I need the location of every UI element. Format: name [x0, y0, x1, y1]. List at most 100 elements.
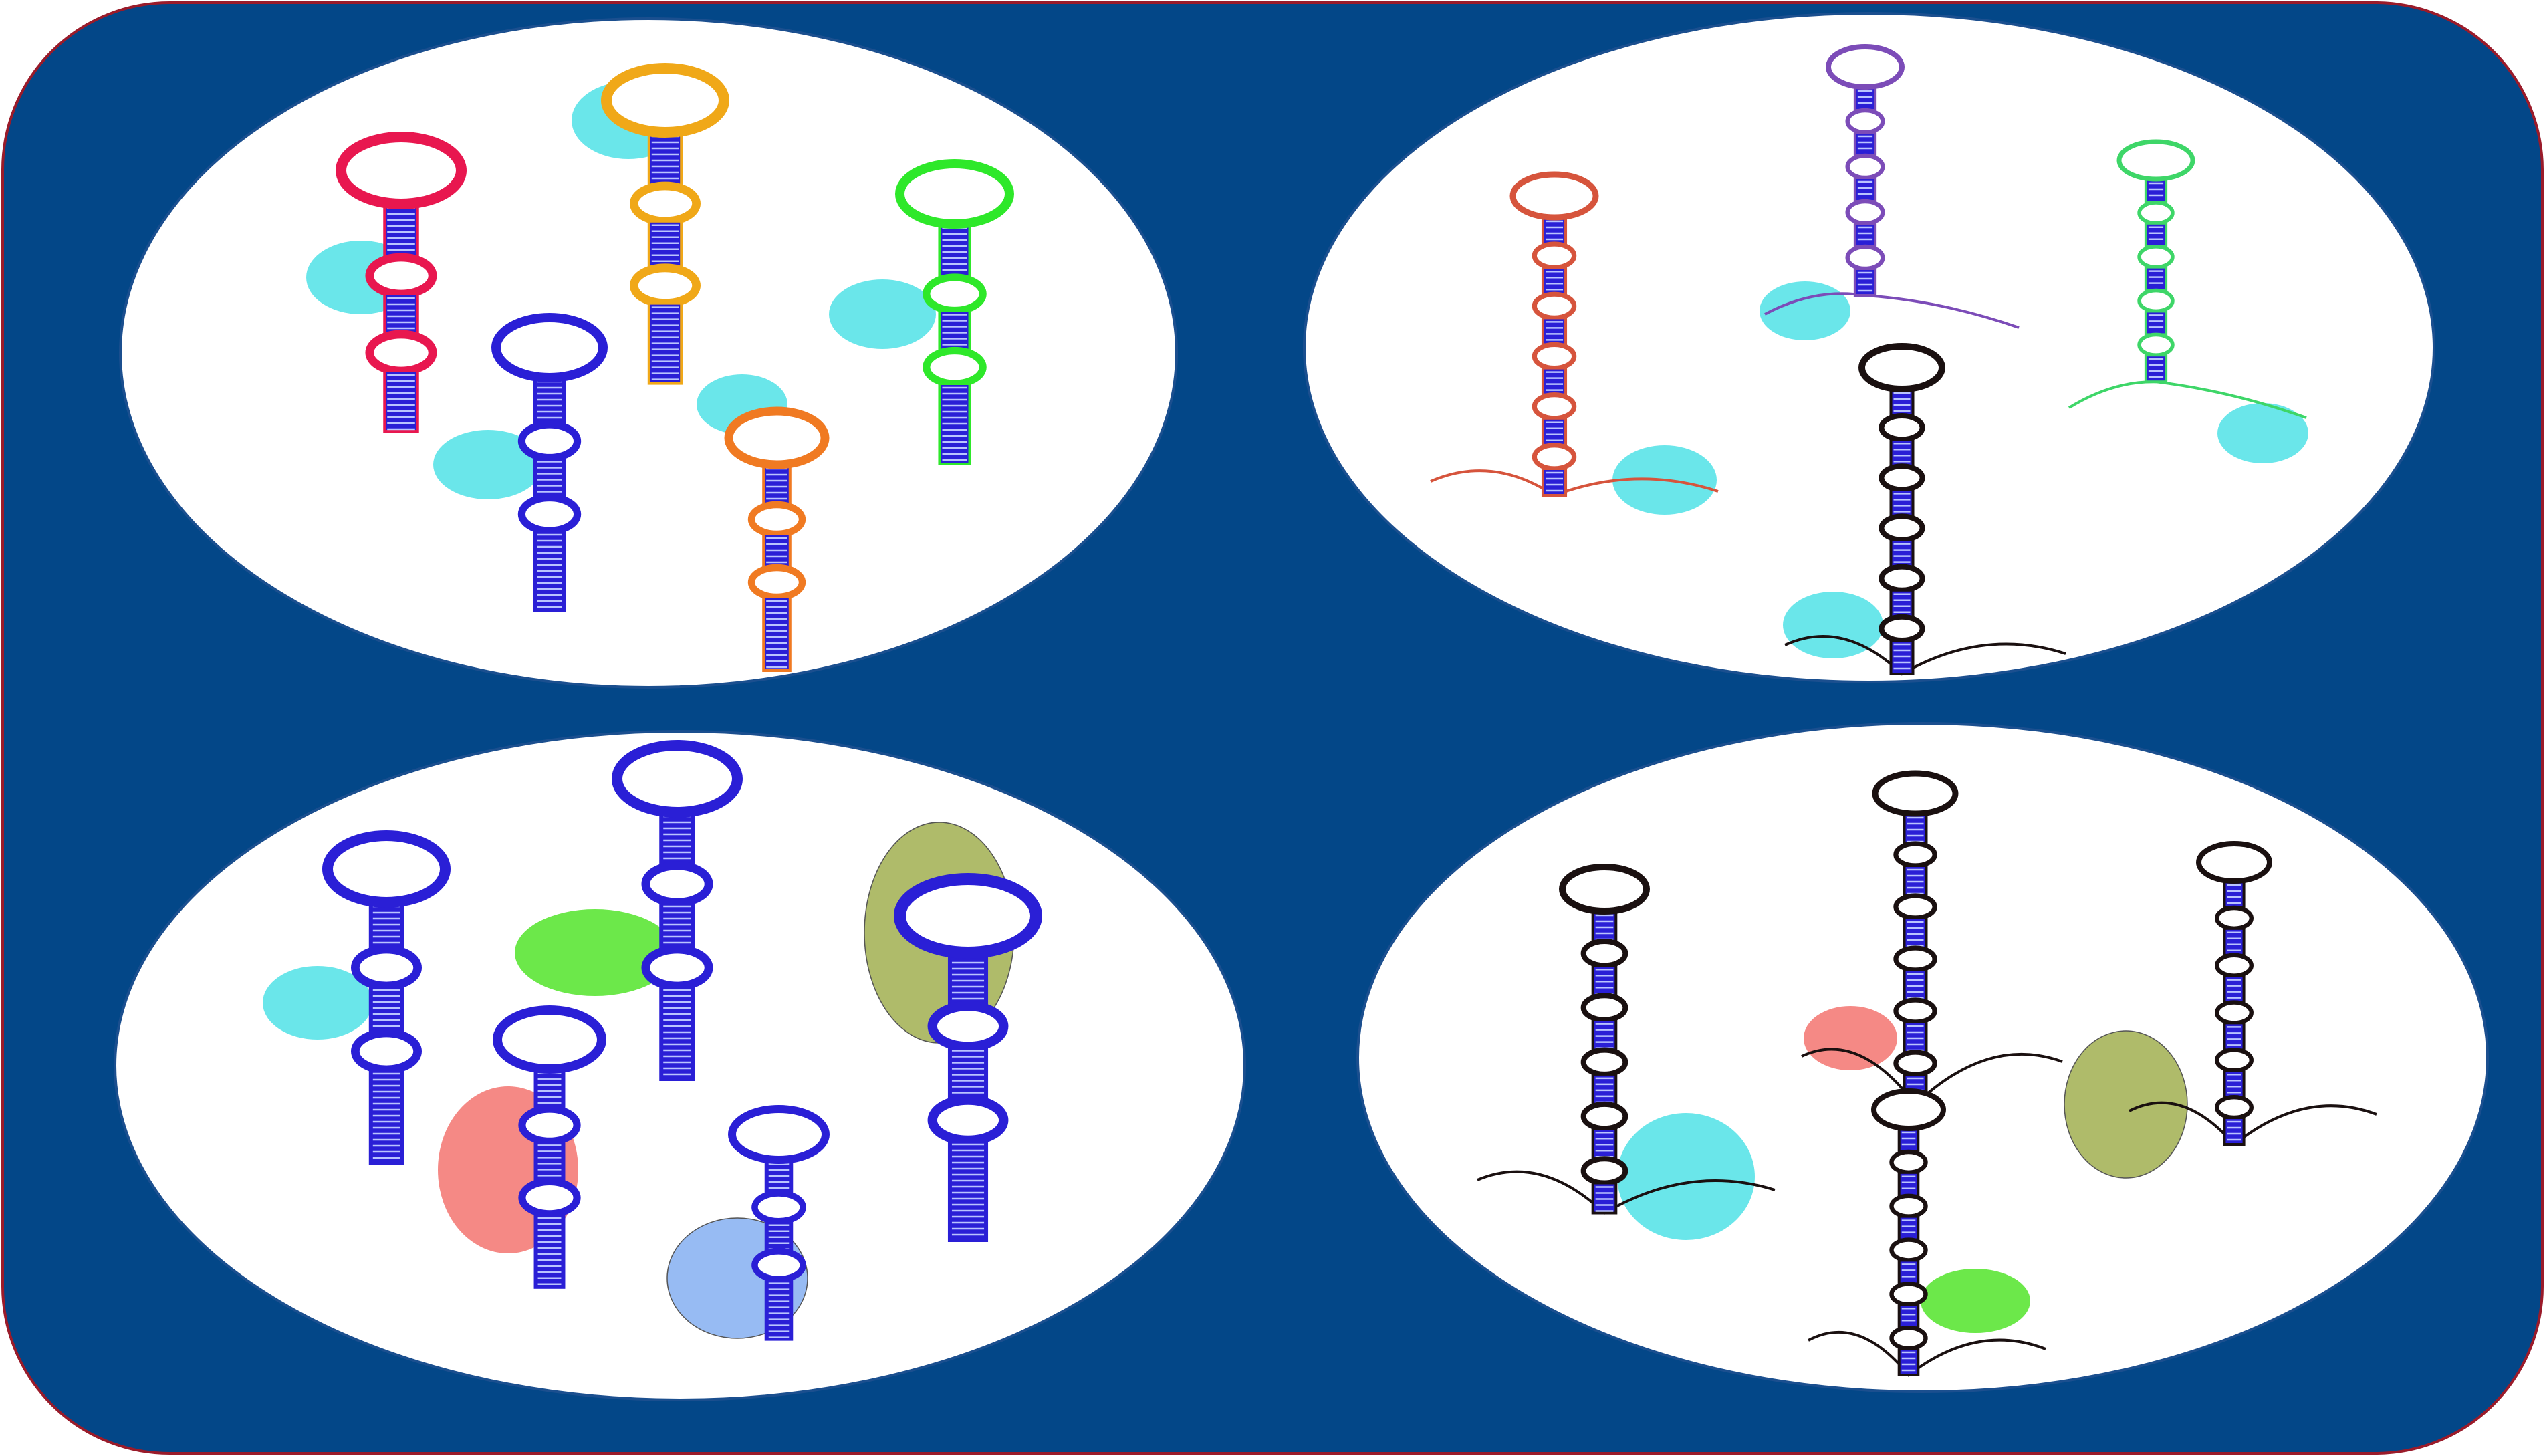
internal-loop [751, 1190, 806, 1225]
internal-loop [1879, 564, 1925, 593]
hairpin-layer [322, 44, 2377, 1377]
terminal-loop [1858, 343, 1945, 392]
terminal-loop [895, 159, 1014, 229]
internal-loop [630, 263, 701, 308]
terminal-loop [1871, 1088, 1946, 1131]
hairpin-black-hairpin-3 [2129, 841, 2377, 1146]
blob-green-bottom-left-2 [515, 909, 675, 996]
internal-loop [927, 1095, 1009, 1146]
blob-cyan-top-right-3 [2217, 403, 2308, 463]
internal-loop [1889, 1193, 1928, 1219]
internal-loop [518, 1105, 581, 1146]
terminal-loop [2196, 841, 2272, 884]
hairpin-orange-hairpin-tail [1430, 171, 1719, 497]
stem-segment [383, 203, 419, 259]
terminal-loop [601, 63, 729, 138]
blob-cyan-top-left-3 [433, 430, 543, 499]
stem-segment [764, 1219, 794, 1253]
blob-cyan-top-right-4 [1783, 592, 1883, 658]
hairpin-orange-hairpin [724, 406, 830, 672]
internal-loop [1580, 1156, 1628, 1186]
hairpin-purple-hairpin-tail [1764, 44, 2020, 329]
internal-loop [2215, 1094, 2254, 1120]
hairpin-yellow-hairpin [601, 63, 729, 385]
blob-olive-bottom-right-3 [2064, 1030, 2188, 1179]
internal-loop [2215, 1048, 2254, 1073]
internal-loop [1845, 244, 1885, 271]
internal-loop [351, 945, 422, 991]
internal-loop [751, 1247, 806, 1283]
stem-segment [647, 131, 683, 187]
stem-base [533, 1212, 566, 1289]
internal-loop [1889, 1282, 1928, 1307]
internal-loop [1580, 1047, 1628, 1077]
internal-loop [1889, 1325, 1928, 1351]
stem-segment [1903, 1021, 1928, 1054]
terminal-loop [612, 740, 743, 818]
internal-loop [2215, 953, 2254, 978]
stem-segment [647, 219, 683, 269]
internal-loop [365, 253, 437, 299]
internal-loop [1532, 342, 1577, 371]
internal-loop [1889, 1149, 1928, 1175]
internal-loop [517, 420, 582, 462]
internal-loop [2137, 332, 2175, 357]
internal-loop [1879, 463, 1925, 493]
terminal-loop [894, 873, 1042, 959]
terminal-loop [724, 406, 830, 469]
internal-loop [641, 945, 713, 991]
stem-base [1591, 1181, 1618, 1215]
hairpin-blue-hairpin-5 [728, 1105, 830, 1341]
blob-cyan-top-right-2 [1760, 281, 1850, 340]
internal-loop [1893, 893, 1937, 921]
hairpin-blue-hairpin-1 [322, 830, 451, 1165]
internal-loop [923, 346, 987, 388]
blob-cyan-bottom-right-1 [1617, 1113, 1755, 1240]
internal-loop [2137, 288, 2175, 314]
stem-segment [659, 901, 695, 951]
internal-loop [1845, 108, 1885, 135]
blob-cyan-top-left-4 [829, 279, 936, 349]
hairpin-green-hairpin-tail [2068, 139, 2307, 419]
internal-loop [517, 493, 582, 535]
internal-loop [1893, 997, 1937, 1025]
internal-loop [1580, 993, 1628, 1023]
stem-segment [368, 985, 404, 1034]
internal-loop [630, 181, 701, 226]
internal-loop [1845, 153, 1885, 180]
stem-base [383, 370, 419, 433]
internal-loop [923, 273, 987, 315]
internal-loop [2215, 1000, 2254, 1025]
blob-cyan-bottom-left-1 [263, 966, 372, 1040]
internal-loop [641, 861, 713, 907]
hairpin-black-hairpin-1 [1477, 864, 1776, 1215]
internal-loop [1889, 1237, 1928, 1263]
internal-loop [1532, 392, 1577, 421]
internal-loop [351, 1028, 422, 1074]
terminal-loop [1509, 171, 1599, 221]
terminal-loop [336, 132, 467, 209]
internal-loop [2215, 905, 2254, 931]
hairpin-red-hairpin [336, 132, 467, 433]
terminal-loop [728, 1105, 830, 1164]
terminal-loop [491, 313, 608, 382]
internal-loop [1580, 939, 1628, 969]
terminal-loop [2116, 139, 2195, 182]
stem-segment [1591, 964, 1618, 997]
internal-loop [1879, 513, 1925, 543]
internal-loop [1845, 199, 1885, 226]
internal-loop [1893, 1050, 1937, 1077]
internal-loop [747, 501, 806, 538]
stem-base [762, 596, 792, 672]
stem-segment [1903, 969, 1928, 1001]
terminal-loop [322, 830, 451, 908]
terminal-loop [1826, 44, 1905, 90]
hairpin-blue-hairpin-3 [894, 873, 1042, 1242]
hairpin-black-hairpin-tail [1784, 343, 2066, 676]
hairpin-blue-hairpin [491, 313, 608, 612]
internal-loop [1532, 291, 1577, 320]
hairpin-green-hairpin [895, 159, 1014, 465]
hairpin-black-hairpin-4 [1808, 1088, 2046, 1377]
stem-base [947, 1139, 989, 1242]
